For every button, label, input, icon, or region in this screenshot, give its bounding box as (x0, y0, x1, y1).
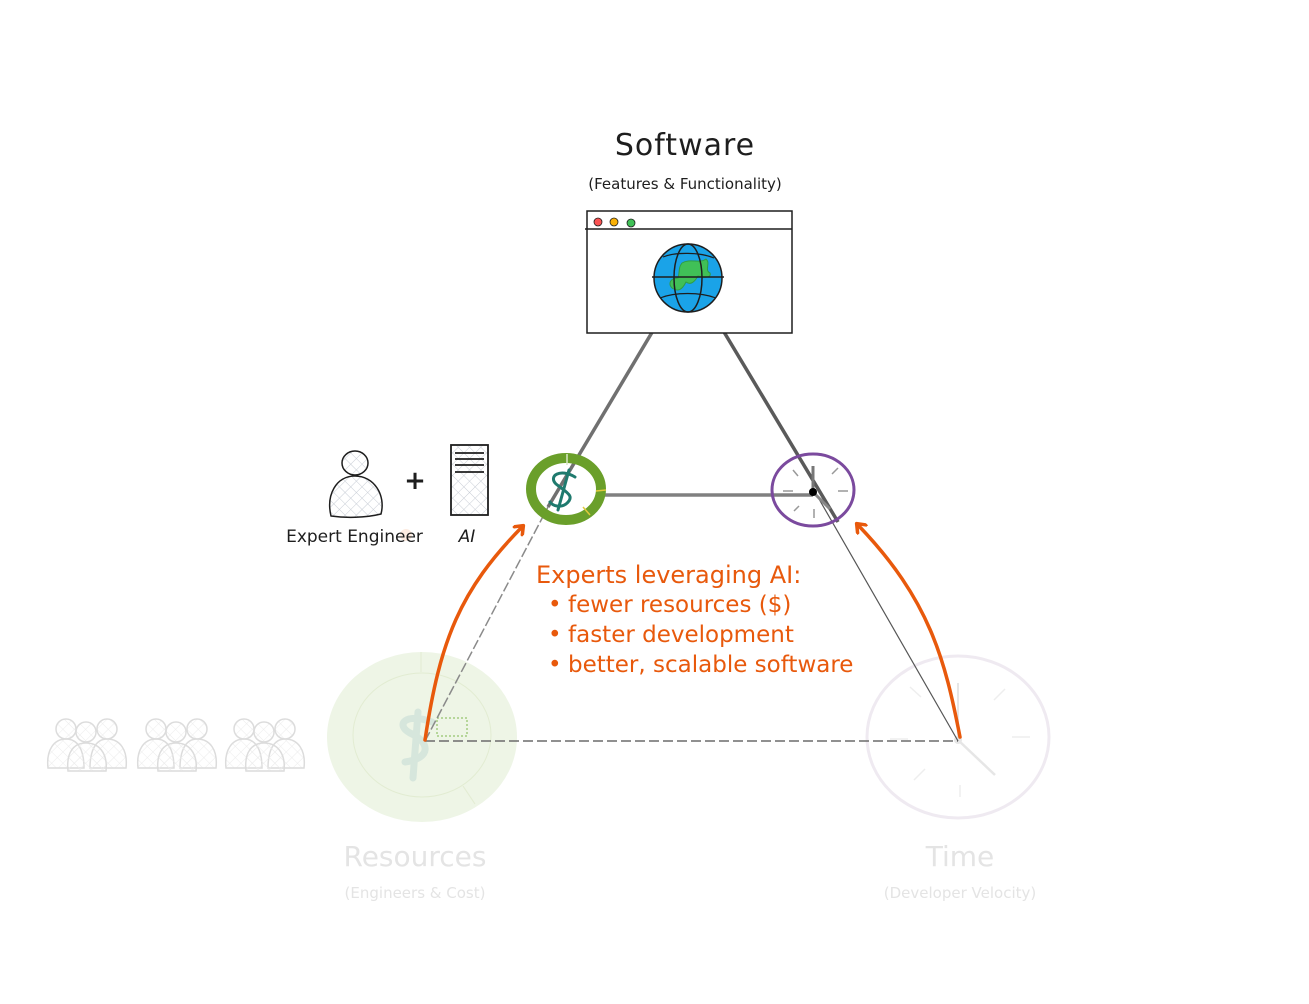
people-group-icon (224, 718, 306, 772)
window-maximize-dot (626, 218, 636, 228)
engineers-group-icons (46, 718, 306, 772)
faint-dot (400, 529, 412, 541)
outer-triangle (424, 491, 959, 742)
window-minimize-dot (609, 217, 619, 227)
clock-icon (770, 452, 856, 528)
resources-title: Resources (343, 840, 487, 873)
note-bullet: fewer resources ($) (548, 590, 853, 620)
software-title: Software (614, 128, 756, 163)
resources-coin-icon (327, 652, 517, 822)
globe-icon (652, 243, 724, 313)
resources-subtitle: (Engineers & Cost) (344, 884, 486, 902)
arrow-resources-to-coin (423, 527, 522, 742)
note-heading: Experts leveraging AI: (536, 561, 802, 589)
people-group-icon (46, 718, 128, 772)
time-clock-icon-faded (865, 654, 1051, 820)
expert-engineer-label: Expert Engineer (286, 527, 423, 547)
software-subtitle: (Features & Functionality) (588, 175, 782, 193)
experts-note: Experts leveraging AI: fewer resources (… (536, 560, 853, 680)
dollar-coin-icon (526, 453, 607, 525)
people-group-icon (136, 718, 218, 772)
window-close-dot (593, 217, 603, 227)
arrow-time-to-clock (858, 525, 962, 739)
note-bullet: better, scalable software (548, 650, 853, 680)
note-bullets: fewer resources ($) faster development b… (536, 590, 853, 680)
plus-sign: + (404, 466, 426, 496)
ai-server-icon (450, 444, 489, 516)
expert-engineer-icon (329, 450, 383, 519)
time-subtitle: (Developer Velocity) (883, 884, 1037, 902)
ai-label: AI (458, 527, 476, 547)
note-bullet: faster development (548, 620, 853, 650)
time-title: Time (925, 840, 995, 873)
